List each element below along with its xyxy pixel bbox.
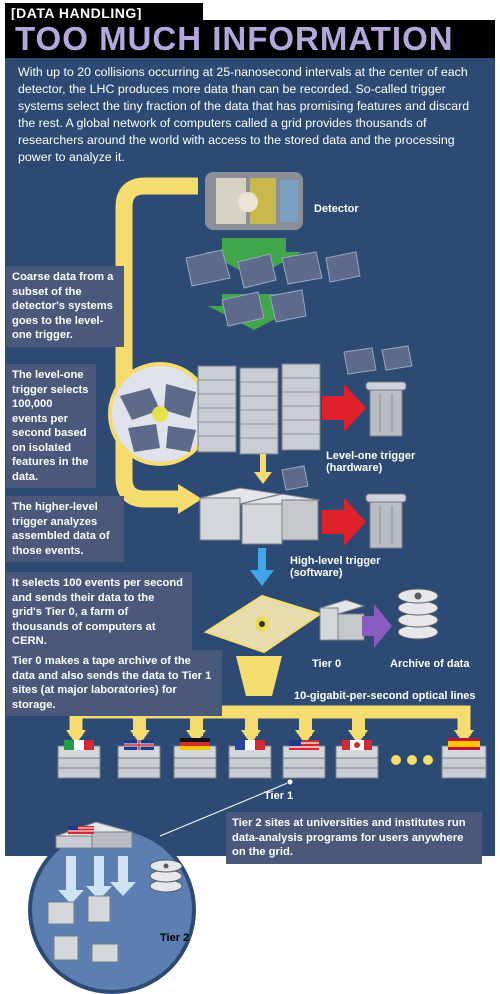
- flow-arrow: [115, 177, 198, 508]
- tier0-server-icon: [318, 599, 366, 641]
- tier1-site-germany: [173, 738, 217, 779]
- tier0-farm-icon: [203, 594, 323, 654]
- kicker: [DATA HANDLING]: [5, 3, 203, 23]
- page-title: TOO MUCH INFORMATION: [5, 20, 495, 58]
- tier2-circle: [28, 821, 196, 994]
- tier1-site-uk: [117, 740, 161, 779]
- callout-coarse-data: Coarse data from a subset of the detecto…: [6, 266, 124, 347]
- tier1-sites: [57, 738, 487, 779]
- label-archive: Archive of data: [390, 658, 470, 670]
- data-tiles-row: [185, 249, 361, 327]
- tier2-down-arrows: [58, 856, 136, 904]
- tier1-site-france: [228, 740, 272, 779]
- callout-level-one: The level-one trigger selects 100,000 ev…: [6, 364, 96, 488]
- tape-archive-icon: [397, 588, 439, 640]
- label-level-one-trigger-2: (hardware): [326, 462, 383, 474]
- l1-to-hlt-arrow: [254, 454, 272, 484]
- tier1-site-spain: [441, 738, 487, 779]
- zoom-dot: [286, 778, 294, 786]
- tier2-buildings: [47, 895, 119, 963]
- callout-tier0-select: It selects 100 events per second and sen…: [6, 572, 192, 653]
- label-detector: Detector: [314, 203, 359, 215]
- high-level-servers: [199, 487, 321, 545]
- label-tier1: Tier 1: [264, 790, 294, 802]
- label-tier0: Tier 0: [312, 658, 342, 670]
- label-level-one-trigger-1: Level-one trigger: [326, 450, 416, 462]
- callout-higher-level: The higher-level trigger analyzes assemb…: [6, 496, 124, 562]
- zoom-line: [159, 781, 291, 837]
- archive-arrow: [362, 604, 392, 648]
- distribution-bar: [69, 705, 471, 736]
- label-tier2: Tier 2: [160, 932, 190, 944]
- trash-can-2-icon: [365, 493, 407, 549]
- level-one-racks: [197, 363, 321, 455]
- callout-tape-archive: Tier 0 makes a tape archive of the data …: [6, 650, 222, 716]
- tier1-ellipsis: [391, 755, 433, 765]
- flow-arrowhead: [178, 484, 202, 514]
- tier1-site-canada: [335, 740, 379, 779]
- tier0-down-arrow: [236, 656, 282, 696]
- tier2-tape-icon: [149, 859, 183, 893]
- trash-can-1-icon: [365, 381, 407, 437]
- callout-tier2-sites: Tier 2 sites at universities and institu…: [226, 812, 482, 864]
- discarded-tiles: [281, 345, 413, 491]
- label-optical-lines: 10-gigabit-per-second optical lines: [294, 690, 476, 702]
- selected-arrow: [250, 548, 274, 586]
- collision-event-icon: [108, 362, 212, 466]
- distribution-drops: [66, 712, 474, 744]
- tier1-site-usa: [282, 740, 326, 779]
- label-high-level-trigger-1: High-level trigger: [290, 555, 381, 567]
- discard-arrow-2: [322, 498, 366, 546]
- discard-arrow-1: [322, 384, 366, 432]
- intro-text: With up to 20 collisions occurring at 25…: [18, 65, 470, 164]
- detector-icon: [205, 172, 303, 230]
- tier1-site-italy: [57, 740, 101, 779]
- label-high-level-trigger-2: (software): [290, 567, 343, 579]
